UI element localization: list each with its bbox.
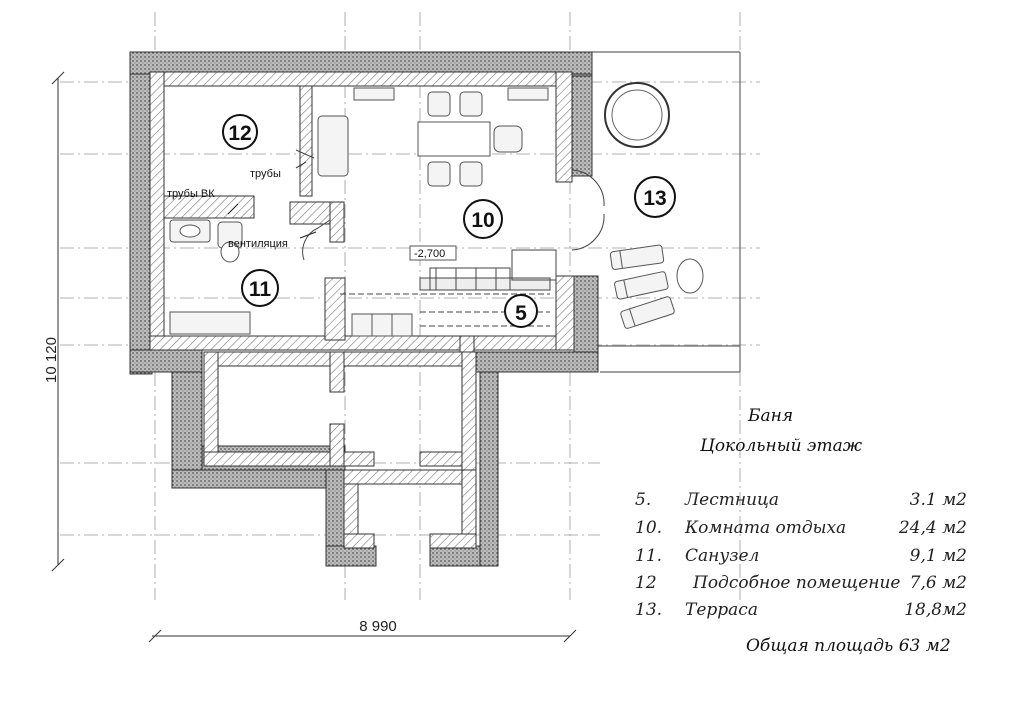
level-mark: -2,700 <box>414 248 445 260</box>
legend-area: 3.1 м2 <box>909 490 967 510</box>
height-dimension: 10 120 <box>43 337 60 383</box>
pipes-vk-label: трубы ВК <box>167 188 215 200</box>
room-number-12: 12 <box>228 122 251 145</box>
room-number-11: 11 <box>249 278 272 301</box>
sink-icon <box>179 224 201 238</box>
terrace <box>592 51 741 373</box>
toilet-icon <box>220 241 240 263</box>
legend-name: Подсобное помещение <box>693 573 901 593</box>
width-dimension: 8 990 <box>359 618 397 635</box>
legend-name: Терраса <box>685 600 758 620</box>
pointer-arrows <box>227 161 317 239</box>
room-number-10: 10 <box>471 209 494 232</box>
room-numbers <box>222 114 676 328</box>
legend-name: Санузел <box>685 546 760 566</box>
legend-number: 5. <box>635 490 652 510</box>
ventilation-label: вентиляция <box>228 238 288 250</box>
inner-walls <box>149 71 575 549</box>
legend-name: Комната отдыха <box>685 518 847 538</box>
legend-number: 10. <box>635 518 663 538</box>
drawing-title: Баня <box>748 406 794 426</box>
legend-area: 24,4 м2 <box>898 518 967 538</box>
pipes-label: трубы <box>250 168 281 180</box>
total-area: Общая площадь 63 м2 <box>746 636 951 656</box>
legend-area: 9,1 м2 <box>909 546 967 566</box>
doors <box>295 149 605 261</box>
room-number-5: 5 <box>515 302 527 325</box>
drawing-subtitle: Цокольный этаж <box>700 436 863 456</box>
legend-name: Лестница <box>685 490 780 510</box>
legend-number: 13. <box>635 600 663 620</box>
dimension-lines <box>51 71 577 643</box>
legend-number: 11. <box>635 546 663 566</box>
foundation-walls <box>129 51 599 567</box>
legend-area: 7,6 м2 <box>909 573 967 593</box>
furniture <box>169 82 704 337</box>
room-number-13: 13 <box>643 187 666 210</box>
legend-number: 12 <box>635 573 657 593</box>
legend-area: 18,8м2 <box>904 600 967 620</box>
